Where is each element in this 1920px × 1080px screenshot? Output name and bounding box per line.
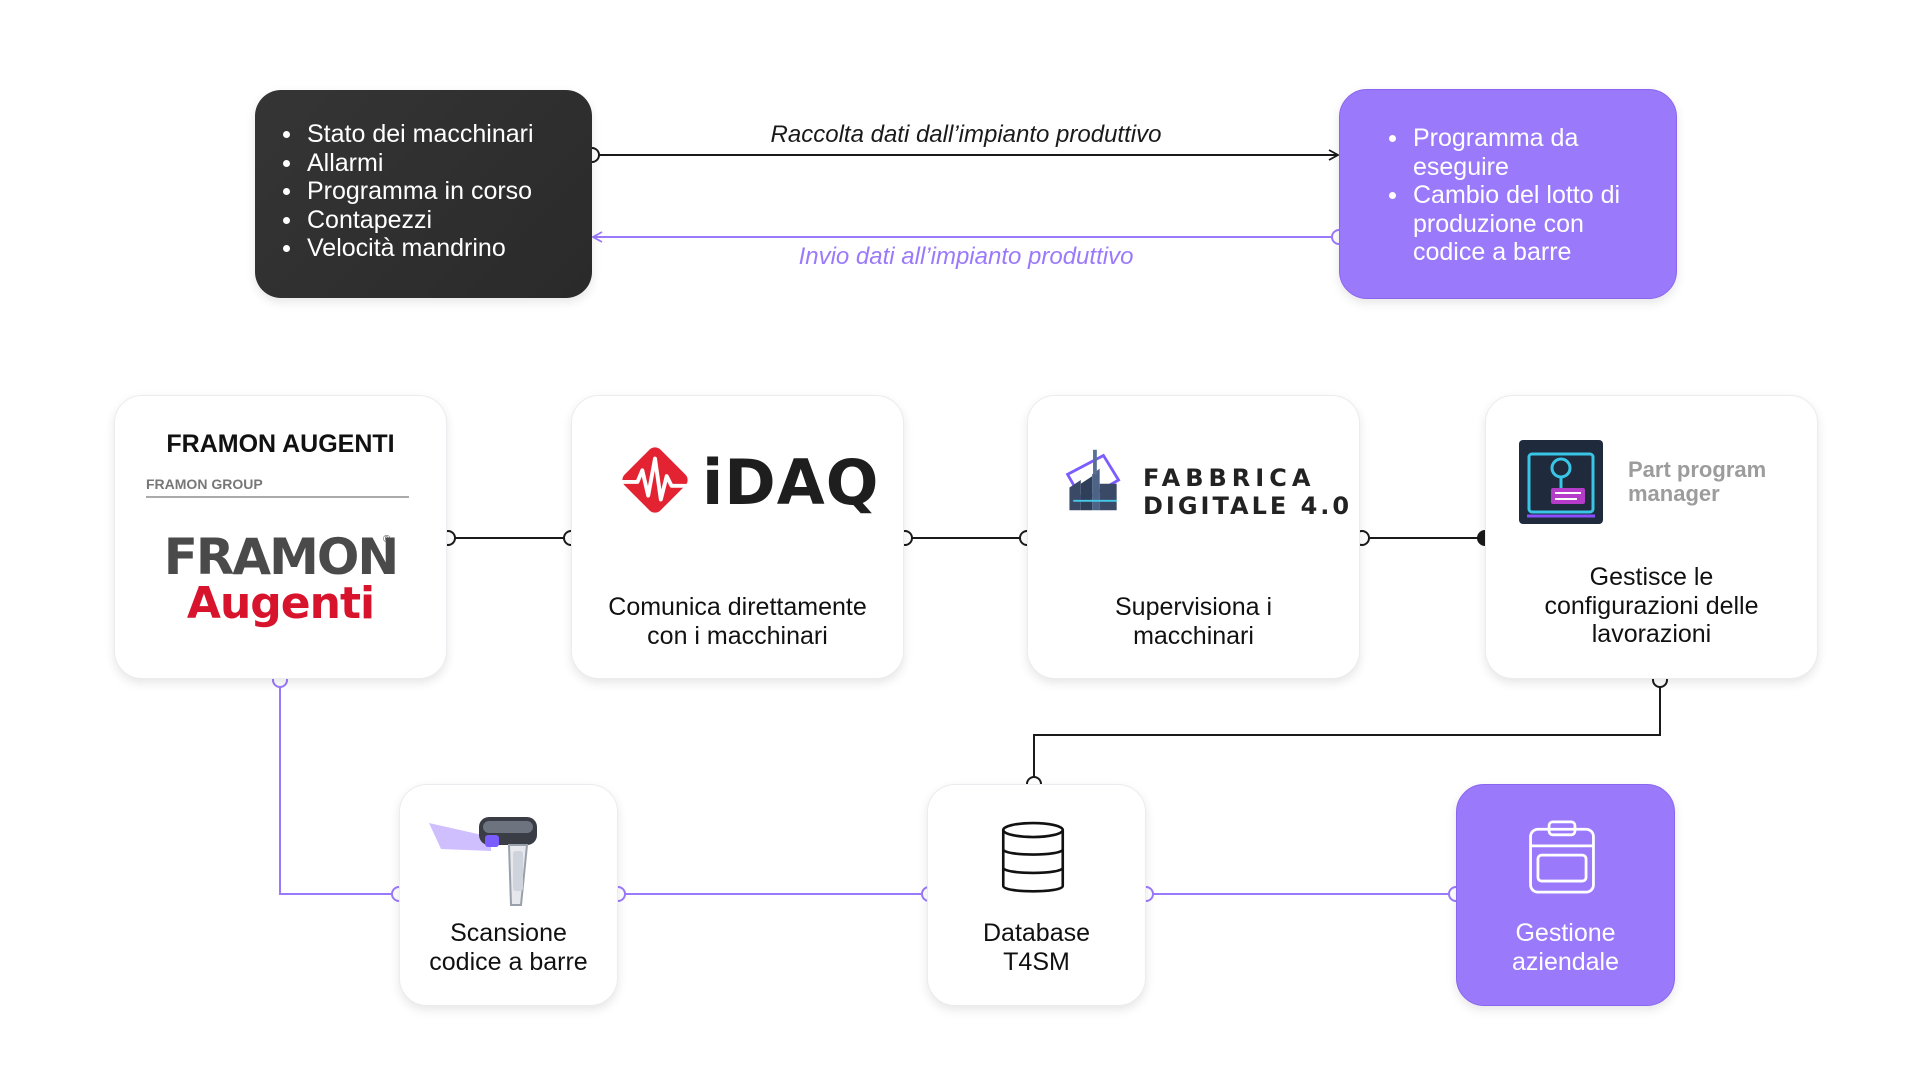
gestione-aziendale-card: Gestione aziendale bbox=[1456, 784, 1675, 1006]
idaq-caption: Comunica direttamente con i macchinari bbox=[608, 593, 867, 650]
production-order-box: Programma da eseguire Cambio del lotto d… bbox=[1339, 89, 1677, 299]
framon-augenti-title: FRAMON AUGENTI bbox=[166, 430, 395, 458]
registered-mark: ® bbox=[383, 534, 391, 545]
machine-data-box: Stato dei macchinari Allarmi Programma i… bbox=[255, 90, 592, 298]
augenti-logo-text: Augenti bbox=[186, 578, 375, 629]
database-caption: Database T4SM bbox=[982, 919, 1091, 976]
ppm-line1: Part program bbox=[1628, 457, 1767, 482]
framon-augenti-card: FRAMON AUGENTI FRAMON GROUP FRAMON Augen… bbox=[114, 395, 447, 679]
part-program-manager-logo-icon bbox=[1519, 440, 1603, 524]
framon-group-label: FRAMON GROUP bbox=[146, 476, 409, 498]
framon-logo-text: FRAMON bbox=[163, 528, 399, 586]
send-label: Invio dati all’impianto produttivo bbox=[798, 243, 1134, 270]
list-item: Velocità mandrino bbox=[283, 234, 592, 263]
database-icon bbox=[1001, 821, 1065, 893]
dark-connectors bbox=[448, 537, 1661, 784]
fabbrica-digitale-logo-text: FABBRICA DIGITALE 4.0 bbox=[1143, 464, 1352, 520]
list-item: Contapezzi bbox=[283, 206, 592, 235]
list-item: Stato dei macchinari bbox=[283, 120, 592, 149]
machine-data-list: Stato dei macchinari Allarmi Programma i… bbox=[255, 90, 592, 263]
fabbrica-digitale-caption: Supervisiona i macchinari bbox=[1114, 593, 1273, 650]
collect-label: Raccolta dati dall’impianto produttivo bbox=[770, 121, 1162, 148]
idaq-logo-icon bbox=[621, 447, 689, 513]
top-arrows bbox=[584, 147, 1347, 245]
idaq-logo-text: iDAQ bbox=[702, 446, 880, 519]
database-card: Database T4SM bbox=[927, 784, 1146, 1006]
fabbrica-line: FABBRICA bbox=[1143, 464, 1316, 492]
barcode-scanner-card: Scansione codice a barre bbox=[399, 784, 618, 1006]
list-item: Programma da eseguire bbox=[1389, 124, 1646, 181]
list-item: Allarmi bbox=[283, 149, 592, 178]
list-item: Programma in corso bbox=[283, 177, 592, 206]
production-order-list: Programma da eseguire Cambio del lotto d… bbox=[1340, 90, 1676, 267]
digitale-line: DIGITALE 4.0 bbox=[1143, 492, 1353, 520]
fabbrica-digitale-logo-icon bbox=[1065, 449, 1121, 511]
gestione-caption: Gestione aziendale bbox=[1511, 919, 1620, 976]
part-program-manager-logo-text: Part program manager bbox=[1628, 458, 1766, 506]
purple-connectors bbox=[279, 680, 1456, 895]
clipboard-icon bbox=[1529, 820, 1595, 894]
fabbrica-digitale-card: FABBRICA DIGITALE 4.0 Supervisiona i mac… bbox=[1027, 395, 1360, 679]
idaq-card: iDAQ Comunica direttamente con i macchin… bbox=[571, 395, 904, 679]
scanner-caption: Scansione codice a barre bbox=[429, 919, 588, 976]
list-item: Cambio del lotto di produzione con codic… bbox=[1389, 181, 1646, 267]
part-program-manager-card: Part program manager Gestisce le configu… bbox=[1485, 395, 1818, 679]
ppm-line2: manager bbox=[1628, 481, 1720, 506]
part-program-manager-caption: Gestisce le configurazioni delle lavoraz… bbox=[1544, 563, 1759, 648]
barcode-scanner-icon bbox=[429, 817, 537, 906]
